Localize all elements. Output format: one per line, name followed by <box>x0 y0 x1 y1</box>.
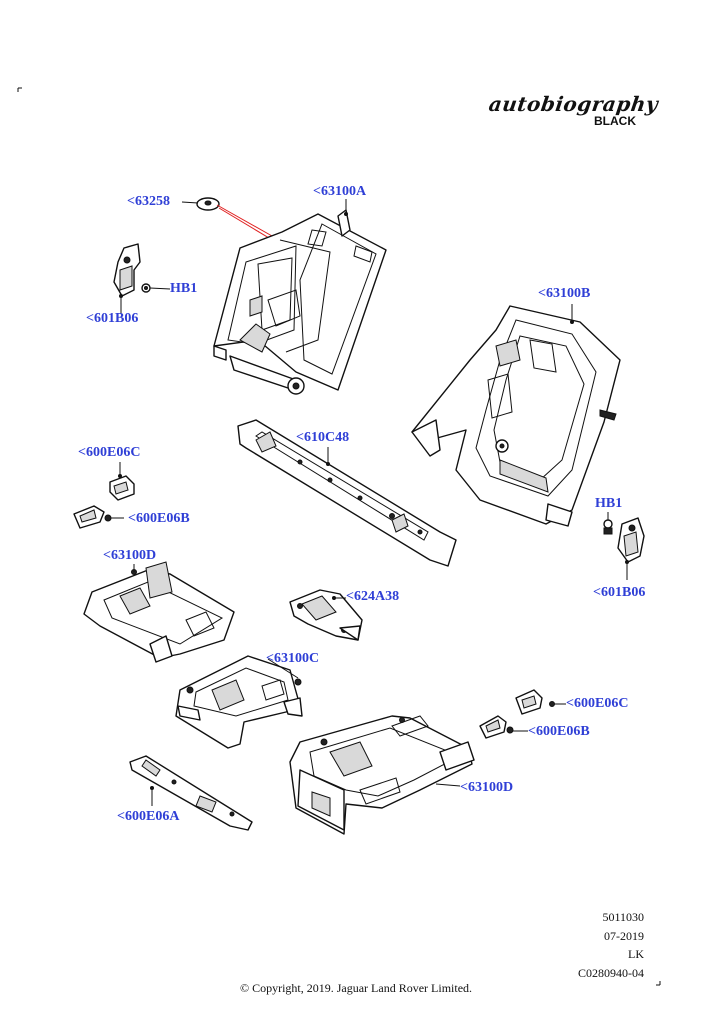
callout-601B06-right[interactable]: <601B06 <box>593 585 646 600</box>
crop-mark-top-left <box>17 87 22 92</box>
callout-63100D-top[interactable]: <63100D <box>103 548 157 563</box>
callout-63100D-bottom[interactable]: <63100D <box>460 780 514 795</box>
part-600E06A-rail-trim[interactable] <box>129 755 253 831</box>
meta-code: 5011030 <box>602 910 644 924</box>
part-600E06C-clip-right[interactable] <box>515 689 566 715</box>
callout-hb1-right[interactable]: HB1 <box>595 496 623 511</box>
crop-mark-bottom-right <box>656 981 661 986</box>
callout-600E06C-right[interactable]: <600E06C <box>566 696 629 711</box>
part-63100A-seat-back-frame[interactable] <box>213 199 387 395</box>
part-610C48-cross-member[interactable] <box>237 419 457 567</box>
callout-624A38[interactable]: <624A38 <box>346 589 400 604</box>
part-63100D-cushion-frame-right[interactable] <box>289 715 475 835</box>
callout-610C48[interactable]: <610C48 <box>296 430 350 445</box>
part-63100B-seat-back-frame[interactable] <box>411 304 621 527</box>
callout-600E06A[interactable]: <600E06A <box>117 809 180 824</box>
part-601B06-hinge-right[interactable] <box>603 512 645 580</box>
illustration-meta: 5011030 07-2019 LK C0280940-04 <box>578 908 644 982</box>
callout-63100C[interactable]: <63100C <box>266 651 320 666</box>
callout-63100B[interactable]: <63100B <box>538 286 591 301</box>
part-63100D-cushion-frame-left[interactable] <box>83 561 235 663</box>
part-600E06B-clip-left[interactable] <box>73 505 124 529</box>
part-600E06B-clip-right[interactable] <box>479 715 528 739</box>
copyright-notice: © Copyright, 2019. Jaguar Land Rover Lim… <box>239 981 473 995</box>
part-624A38-bracket[interactable] <box>289 589 363 641</box>
brand-script: autobiography <box>487 92 660 116</box>
part-600E06C-clip-left[interactable] <box>109 462 135 501</box>
callout-63100A[interactable]: <63100A <box>313 184 367 199</box>
callout-601B06-left[interactable]: <601B06 <box>86 311 139 326</box>
brand-sub: BLACK <box>594 114 636 128</box>
callout-600E06B-left[interactable]: <600E06B <box>128 511 190 526</box>
callout-600E06B-right[interactable]: <600E06B <box>528 724 590 739</box>
meta-illustration-id: C0280940-04 <box>578 965 644 980</box>
callout-600E06C-left[interactable]: <600E06C <box>78 445 141 460</box>
callout-hb1-left[interactable]: HB1 <box>170 281 198 296</box>
brand-logo: autobiography BLACK <box>487 92 660 128</box>
meta-initials: LK <box>628 947 644 961</box>
meta-date: 07-2019 <box>604 928 644 943</box>
part-601B06-hinge-left[interactable] <box>113 243 171 314</box>
callout-63258[interactable]: <63258 <box>127 194 170 209</box>
part-63100C-cushion-frame-middle[interactable] <box>175 655 303 749</box>
